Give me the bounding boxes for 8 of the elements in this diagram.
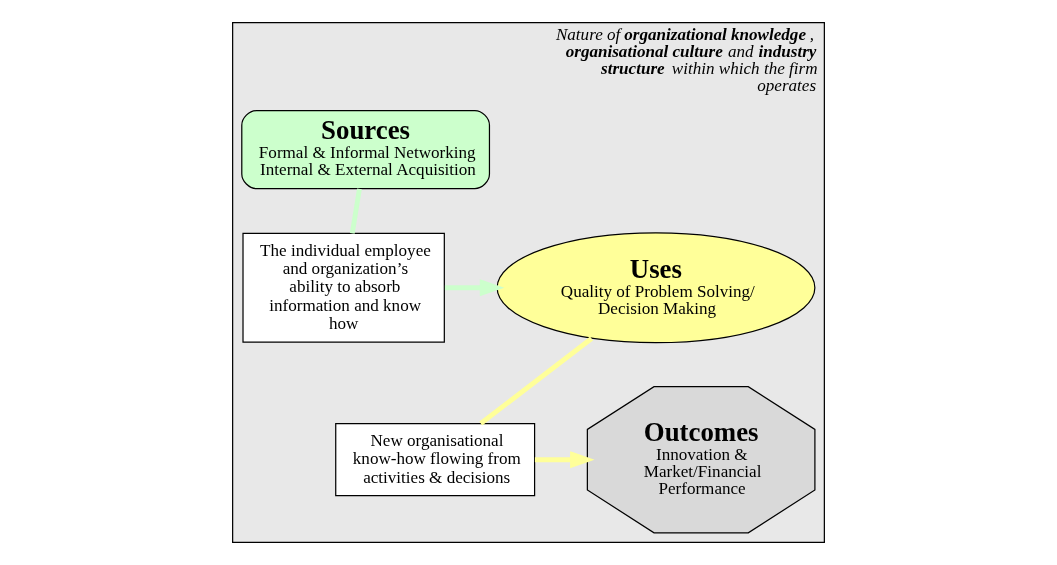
connector: [479, 336, 593, 426]
arrow: [534, 451, 595, 469]
connector: [349, 188, 362, 234]
arrow: [444, 279, 505, 297]
node-box: The individual employee and organization’s ability to absorb information and know how: [242, 232, 445, 343]
node-ellipse: Uses Quality of Problem Solving/ Decision Making: [496, 232, 816, 344]
node-box: New organisational know-how flowing from activities & decisions: [335, 423, 536, 497]
node-box: Sources Formal & Informal Networking Internal & External Acquisition: [241, 109, 491, 190]
